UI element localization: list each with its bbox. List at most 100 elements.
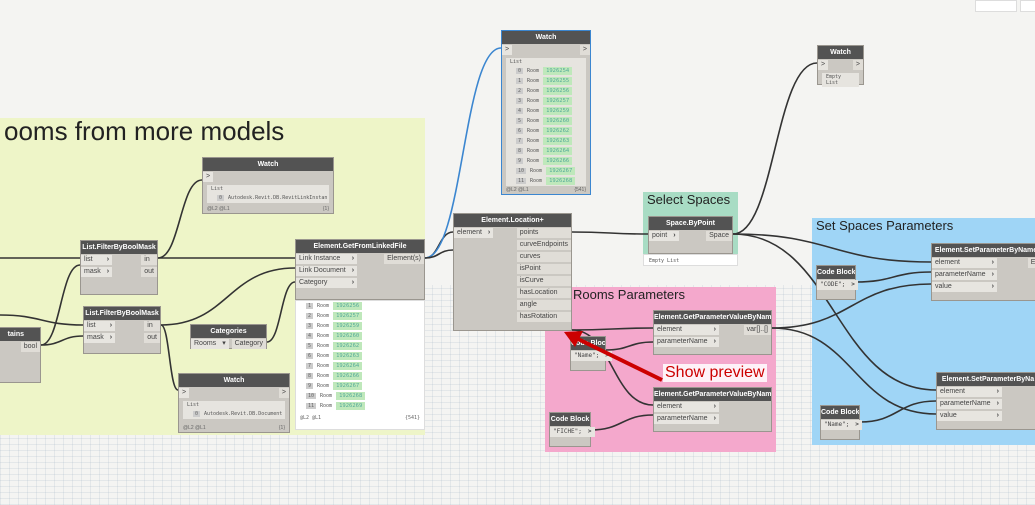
output-port[interactable]: hasLocation (516, 288, 571, 298)
category-dropdown[interactable]: Rooms▾ (191, 339, 229, 349)
output-port[interactable]: Category (231, 339, 266, 349)
node-watch-empty[interactable]: Watch>>Empty List (817, 45, 864, 87)
connector-wire[interactable] (590, 414, 654, 431)
code-text[interactable]: "FICHE";> (550, 427, 595, 437)
input-port[interactable]: list› (81, 255, 113, 265)
output-port[interactable]: bool (20, 342, 40, 352)
output-port[interactable]: > (278, 388, 289, 398)
output-port[interactable]: > (855, 421, 859, 428)
input-port[interactable]: > (818, 60, 829, 70)
connector-wire[interactable] (571, 329, 654, 406)
node-contains[interactable]: tains›››bool (0, 327, 41, 383)
item-value: 1926255 (543, 77, 573, 85)
input-port[interactable]: parameterName› (937, 399, 1002, 409)
connector-wire[interactable] (40, 264, 81, 346)
output-port[interactable]: > (579, 45, 590, 55)
input-port[interactable]: > (179, 388, 190, 398)
port-label: parameterName (940, 400, 991, 407)
connector-wire[interactable] (605, 341, 654, 351)
connector-wire[interactable] (771, 327, 937, 415)
code-text[interactable]: "Name";> (571, 351, 612, 361)
input-port[interactable]: element› (937, 387, 1002, 397)
connector-wire[interactable] (732, 233, 932, 263)
node-cb-name-2[interactable]: Code Block"Name";> (820, 405, 862, 440)
output-port[interactable]: in (141, 255, 157, 265)
connector-wire[interactable] (855, 271, 932, 283)
input-port[interactable]: element› (654, 325, 719, 335)
view-toggle-button-2[interactable] (1020, 0, 1035, 12)
code-text[interactable]: "Name";> (821, 420, 862, 430)
input-port[interactable]: parameterName› (932, 270, 997, 280)
connector-wire[interactable] (160, 324, 179, 391)
input-port[interactable]: parameterName› (654, 414, 719, 424)
connector-wire[interactable] (424, 47, 502, 259)
input-port[interactable]: element› (454, 228, 494, 238)
connector-wire[interactable] (732, 62, 818, 235)
input-port[interactable]: mask› (84, 333, 116, 343)
item-index: 6 (516, 128, 524, 134)
input-port[interactable]: point› (649, 231, 679, 241)
input-port[interactable]: Link Instance› (296, 254, 358, 264)
connector-wire[interactable] (859, 400, 937, 423)
output-port[interactable]: > (851, 281, 855, 288)
output-port[interactable]: in (144, 321, 160, 331)
output-port[interactable]: Element(s) (384, 254, 424, 264)
output-port[interactable]: > (852, 60, 863, 70)
input-port[interactable]: mask› (81, 267, 113, 277)
connector-wire[interactable] (424, 249, 454, 259)
output-port[interactable]: Space (706, 231, 732, 241)
view-toggle-button[interactable] (975, 0, 1017, 12)
input-port[interactable]: element› (654, 402, 719, 412)
output-port[interactable]: out (144, 333, 160, 343)
input-port[interactable]: value› (937, 411, 1002, 421)
connector-wire[interactable] (40, 335, 84, 346)
output-port[interactable]: > (587, 428, 592, 435)
connector-wire[interactable] (571, 231, 649, 235)
input-port[interactable]: value› (932, 282, 997, 292)
input-port[interactable]: Category› (296, 278, 358, 288)
output-port[interactable]: curveEndpoints (516, 240, 571, 250)
connector-wire[interactable] (571, 327, 654, 331)
output-port[interactable]: var[]..[] (743, 325, 771, 335)
connector-wire[interactable] (160, 267, 296, 326)
input-port[interactable]: > (502, 45, 513, 55)
input-port[interactable]: list› (84, 321, 116, 331)
output-port[interactable]: > (605, 352, 609, 359)
connector-wire[interactable] (0, 314, 84, 326)
code-text[interactable]: "CODE";> (817, 280, 858, 290)
input-port[interactable]: element› (932, 258, 997, 268)
input-port[interactable]: > (203, 172, 214, 182)
output-port[interactable]: out (141, 267, 157, 277)
input-port[interactable]: parameterName› (654, 337, 719, 347)
connector-wire[interactable] (771, 283, 932, 329)
output-port[interactable]: curves (516, 252, 571, 262)
item-index: 4 (306, 333, 314, 339)
node-cb-code[interactable]: Code Block"CODE";> (816, 265, 858, 300)
connector-wire[interactable] (157, 179, 203, 259)
connector-wire[interactable] (732, 233, 937, 391)
output-port[interactable]: El (1027, 258, 1035, 268)
input-port[interactable]: Link Document› (296, 266, 358, 276)
item-index: 10 (306, 393, 317, 399)
port-label: mask (84, 268, 101, 275)
output-port[interactable]: isCurve (516, 276, 571, 286)
output-port[interactable]: angle (516, 300, 571, 310)
output-port[interactable]: hasRotation (516, 312, 571, 322)
output-port[interactable]: isPoint (516, 264, 571, 274)
output-port[interactable]: points (516, 228, 571, 238)
connector-wire[interactable] (266, 281, 296, 343)
node-cb-fiche[interactable]: Code Block"FICHE";> (549, 412, 595, 447)
